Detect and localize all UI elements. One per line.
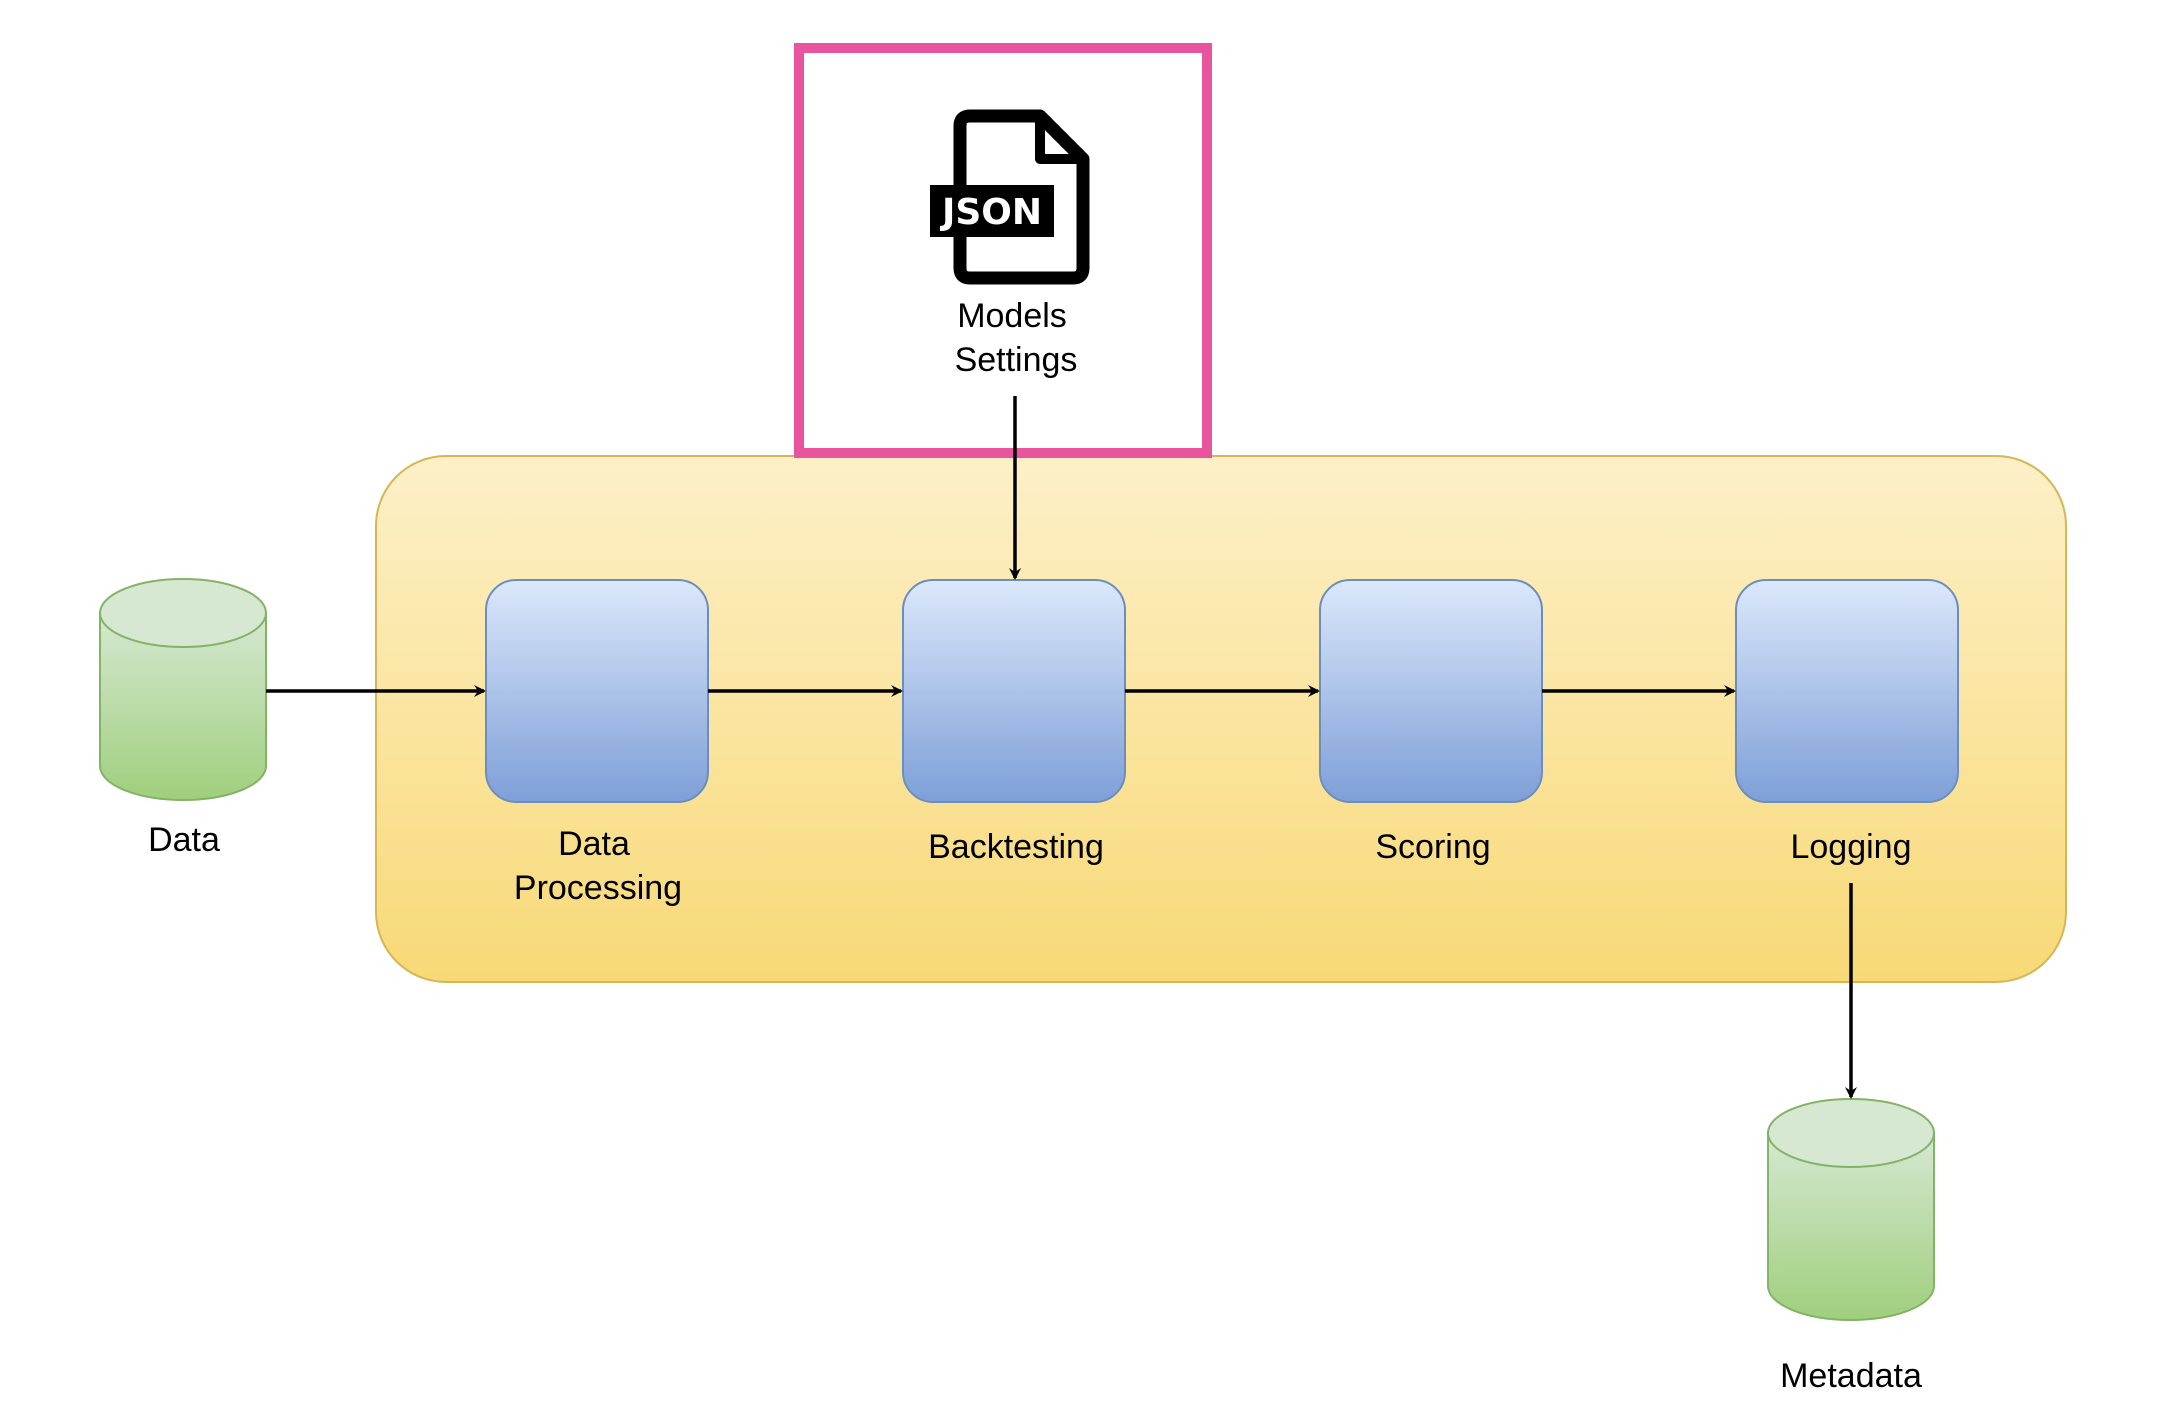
- data-label: Data: [148, 821, 220, 859]
- logging-label: Logging: [1790, 828, 1911, 866]
- logging-step: [1735, 579, 1959, 803]
- metadata-label: Metadata: [1780, 1357, 1922, 1395]
- backtesting-step: [902, 579, 1126, 803]
- models-settings-highlight: [794, 43, 1212, 458]
- metadata-database-icon: [1767, 1098, 1935, 1321]
- data-processing-label-line2: Processing: [514, 869, 682, 907]
- models-settings-label-line1: Models: [957, 297, 1067, 335]
- backtesting-label: Backtesting: [928, 828, 1104, 866]
- scoring-label: Scoring: [1375, 828, 1490, 866]
- json-icon-text: JSON: [939, 192, 1042, 233]
- data-processing-label-line1: Data: [558, 825, 630, 863]
- scoring-step: [1319, 579, 1543, 803]
- json-file-icon: JSON: [930, 109, 1090, 285]
- data-database-icon: [99, 578, 267, 801]
- pipeline-container: [375, 455, 2067, 983]
- models-settings-label-line2: Settings: [955, 341, 1078, 379]
- data-processing-step: [485, 579, 709, 803]
